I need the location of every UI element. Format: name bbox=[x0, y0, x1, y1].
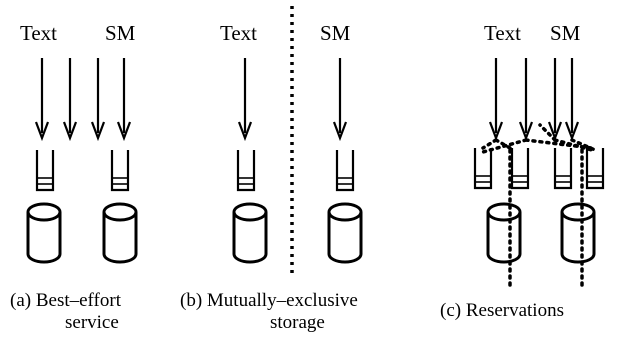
panel-a-caption-line2: service bbox=[65, 312, 119, 333]
panel-c-caption: (c) Reservations bbox=[440, 300, 564, 321]
arrow-icon bbox=[62, 56, 78, 140]
panel-c: Text SM (c) Reservations bbox=[440, 21, 605, 321]
disk-icon bbox=[232, 202, 268, 264]
disk-icon bbox=[26, 202, 62, 264]
panel-b-text-label: Text bbox=[220, 21, 257, 45]
queue-icon bbox=[473, 146, 493, 190]
disk-icon bbox=[102, 202, 138, 264]
panel-b-sm-label: SM bbox=[320, 21, 351, 45]
queue-icon bbox=[510, 146, 530, 190]
arrow-icon bbox=[332, 56, 348, 140]
queue-icon bbox=[110, 148, 130, 192]
queue-icon bbox=[35, 148, 55, 192]
arrow-icon bbox=[518, 56, 534, 140]
panel-b-caption-line1: (b) Mutually–exclusive bbox=[180, 290, 358, 311]
queue-icon bbox=[335, 148, 355, 192]
disk-icon bbox=[486, 202, 522, 264]
disk-icon bbox=[327, 202, 363, 264]
panel-c-sm-label: SM bbox=[550, 21, 581, 45]
queue-icon bbox=[553, 146, 573, 190]
arrow-icon bbox=[547, 56, 563, 140]
disk-icon bbox=[560, 202, 596, 264]
arrow-icon bbox=[237, 56, 253, 140]
panel-c-text-label: Text bbox=[484, 21, 521, 45]
arrow-icon bbox=[564, 56, 580, 140]
arrow-icon bbox=[34, 56, 50, 140]
panel-a-text-label: Text bbox=[20, 21, 57, 45]
queue-icon bbox=[585, 146, 605, 190]
panel-a-sm-label: SM bbox=[105, 21, 136, 45]
panel-a-caption-line1: (a) Best–effort bbox=[10, 290, 122, 311]
queue-icon bbox=[236, 148, 256, 192]
panel-a: Text SM (a) Best–effort service bbox=[10, 21, 138, 333]
arrow-icon bbox=[90, 56, 106, 140]
arrow-icon bbox=[116, 56, 132, 140]
arrow-icon bbox=[488, 56, 504, 140]
panel-b: Text SM (b) Mutually–exclusive storage bbox=[180, 6, 363, 333]
panel-b-caption-line2: storage bbox=[270, 312, 325, 333]
